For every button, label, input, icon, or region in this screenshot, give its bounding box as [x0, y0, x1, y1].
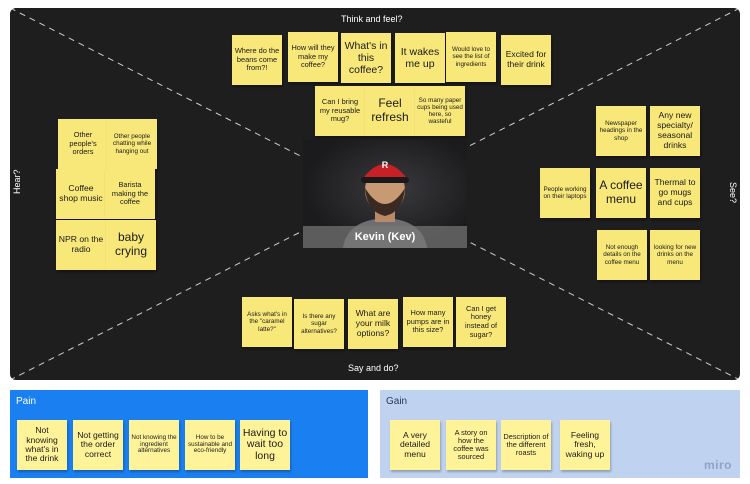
sticky-note[interactable]: Other people's orders	[58, 119, 108, 169]
sticky-note[interactable]: Any new specialty/ seasonal drinks	[650, 106, 700, 156]
pain-panel: Pain Not knowing what's in the drink Not…	[10, 390, 368, 478]
gain-sticky-note[interactable]: A story on how the coffee was sourced	[446, 420, 496, 470]
sticky-note[interactable]: Barista making the coffee	[105, 169, 155, 219]
sticky-note[interactable]: What's in this coffee?	[341, 33, 391, 83]
sticky-note[interactable]: Would love to see the list of ingredient…	[446, 32, 496, 82]
sticky-note[interactable]: Coffee shop music	[56, 169, 106, 219]
sticky-note[interactable]: Can I bring my reusable mug?	[315, 86, 365, 136]
sticky-note[interactable]: How will they make my coffee?	[288, 32, 338, 82]
sticky-note[interactable]: How many pumps are in this size?	[403, 297, 453, 347]
persona-name: Kevin (Kev)	[303, 226, 467, 248]
sticky-note[interactable]: So many paper cups being used here, so w…	[415, 86, 465, 136]
gain-sticky-note[interactable]: Description of the different roasts	[501, 420, 551, 470]
pain-sticky-note[interactable]: Not getting the order correct	[73, 420, 123, 470]
sticky-note[interactable]: Excited for their drink	[501, 35, 551, 85]
quadrant-label-say: Say and do?	[348, 363, 399, 373]
sticky-note[interactable]: Other people chatting while hanging out	[107, 119, 157, 169]
quadrant-label-see: See?	[728, 182, 738, 204]
gain-sticky-note[interactable]: A very detailed menu	[390, 420, 440, 470]
pain-sticky-note[interactable]: Not knowing what's in the drink	[17, 420, 67, 470]
sticky-note[interactable]: A coffee menu	[596, 168, 646, 218]
sticky-note[interactable]: Thermal to go mugs and cups	[650, 168, 700, 218]
pain-sticky-note[interactable]: Having to wait too long	[240, 420, 290, 470]
quadrant-label-hear: Hear?	[12, 169, 22, 194]
sticky-note[interactable]: NPR on the radio	[56, 220, 106, 270]
pain-sticky-note[interactable]: How to be sustainable and eco-friendly	[185, 420, 235, 470]
pain-sticky-note[interactable]: Not knowing the ingredient alternatives	[129, 420, 179, 470]
sticky-note[interactable]: Asks what's in the "caramel latte?"	[242, 297, 292, 347]
gain-panel: Gain A very detailed menu A story on how…	[380, 390, 740, 478]
empathy-map-board: Think and feel? Say and do? Hear? See? W…	[10, 8, 740, 380]
sticky-note[interactable]: Where do the beans come from?!	[232, 35, 282, 85]
sticky-note[interactable]: Feel refresh	[365, 86, 415, 136]
sticky-note[interactable]: Is there any sugar alternatives?	[294, 299, 344, 349]
sticky-note[interactable]: What are your milk options?	[348, 299, 398, 349]
sticky-note[interactable]: Newspaper headings in the shop	[596, 106, 646, 156]
sticky-note[interactable]: Can I get honey instead of sugar?	[456, 297, 506, 347]
miro-watermark: miro	[703, 458, 732, 472]
sticky-note[interactable]: looking for new drinks on the menu	[650, 230, 700, 280]
gain-sticky-note[interactable]: Feeling fresh, waking up	[560, 420, 610, 470]
gain-title: Gain	[386, 396, 408, 407]
cap-logo: R	[381, 160, 389, 170]
persona-photo: R Kevin (Kev)	[303, 140, 467, 248]
sticky-note[interactable]: It wakes me up	[395, 33, 445, 83]
sticky-note[interactable]: Not enough details on the coffee menu	[597, 230, 647, 280]
quadrant-label-think: Think and feel?	[341, 14, 403, 24]
pain-title: Pain	[16, 396, 37, 407]
sticky-note[interactable]: People working on their laptops	[540, 168, 590, 218]
sticky-note[interactable]: baby crying	[106, 220, 156, 270]
